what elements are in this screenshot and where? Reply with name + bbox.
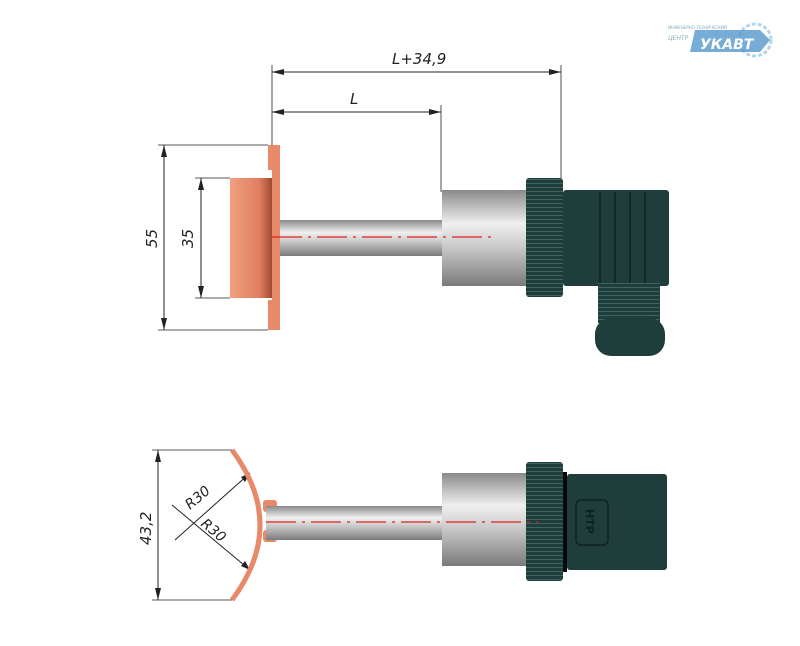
dim-length: L [350,90,358,108]
connector [567,474,667,570]
svg-text:ИНЖЕНЕРНО-ТЕХНИЧЕСКИЙ: ИНЖЕНЕРНО-ТЕХНИЧЕСКИЙ [668,25,727,30]
knurled-nut [526,178,563,297]
flange-tab [268,300,280,330]
svg-text:УКАВТ: УКАВТ [700,37,755,53]
company-logo: ИНЖЕНЕРНО-ТЕХНИЧЕСКИЙ ЦЕНТР УКАВТ [668,22,773,58]
dim-paddle-width: 43,2 [137,512,155,545]
dim-flange-outer: 55 [143,229,161,248]
dim-flange-inner: 35 [179,229,197,248]
rod [280,220,442,256]
connector-label: НТР [583,509,596,534]
dim-radius-1: R30 [182,483,213,513]
paddle-arc [229,448,263,602]
connector [563,190,669,286]
rod [266,506,442,540]
bottom-view: 43,2 R30 R30 НТР [137,448,667,602]
dim-radius-2: R30 [197,516,228,546]
housing [442,190,526,286]
housing [442,473,526,566]
dim-overall-length: L+34,9 [392,50,446,68]
flange-tab [268,145,280,170]
flange-body [230,178,272,298]
top-view: L+34,9 L 55 35 [143,50,669,356]
svg-text:ЦЕНТР: ЦЕНТР [668,35,689,42]
cable-gland [598,283,660,323]
knurled-nut [526,462,563,581]
